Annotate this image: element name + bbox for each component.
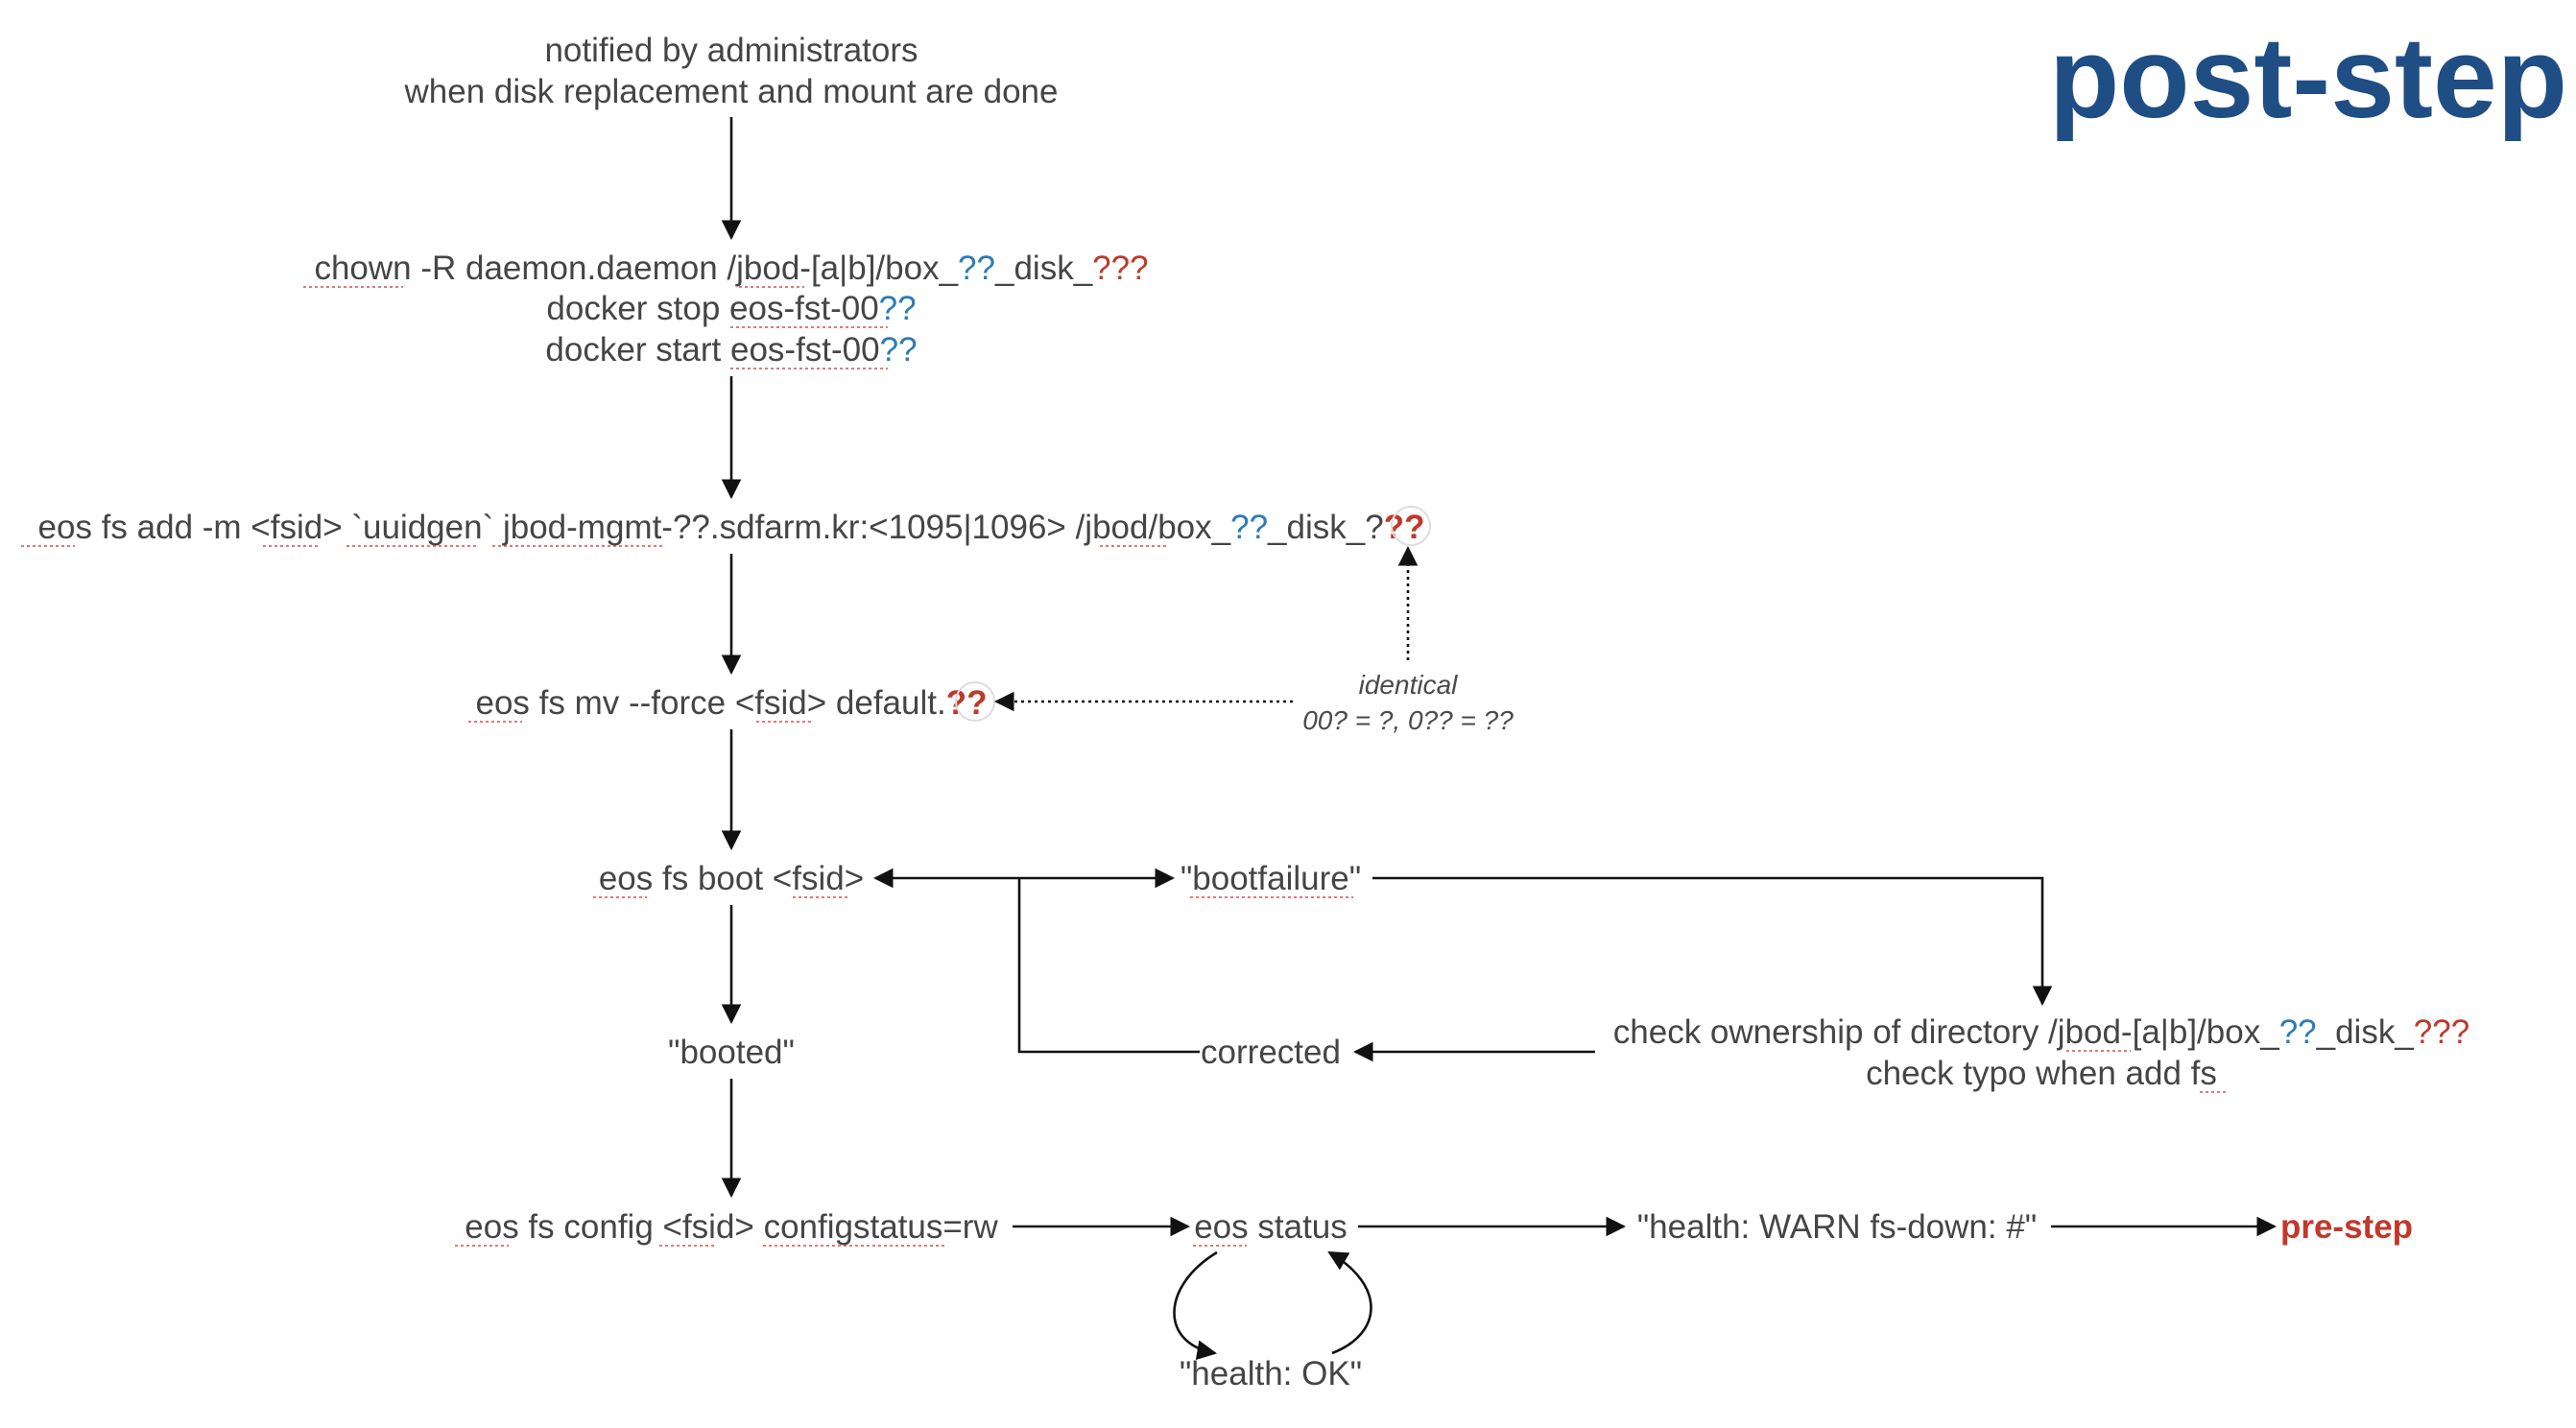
- corrected-label: corrected: [1201, 1034, 1341, 1071]
- identical-note-line1: identical: [1359, 670, 1459, 700]
- spellcheck-underlines: [21, 286, 2227, 1247]
- status-loop-arrows: [1173, 1250, 1372, 1361]
- identical-note-line2: 00? = ?, 0?? = ??: [1302, 705, 1514, 735]
- booted-label: "booted": [668, 1034, 795, 1071]
- health-warn-label: "health: WARN fs-down: #": [1637, 1208, 2037, 1246]
- bootfailure-label: "bootfailure": [1181, 860, 1361, 897]
- notified-line1: notified by administrators: [544, 32, 918, 69]
- fs-config-command: eos fs config <fsid> configstatus=rw: [465, 1208, 998, 1246]
- fs-boot-command: eos fs boot <fsid>: [599, 860, 864, 897]
- chown-command: chown -R daemon.daemon /jbod-[a|b]/box_?…: [314, 250, 1148, 287]
- check-typo-text: check typo when add fs: [1866, 1055, 2217, 1092]
- notified-line2: when disk replacement and mount are done: [404, 73, 1059, 110]
- highlight-circle: [1391, 506, 1431, 546]
- fs-add-command: eos fs add -m <fsid> `uuidgen` jbod-mgmt…: [38, 509, 1425, 546]
- health-ok-label: "health: OK": [1180, 1355, 1362, 1392]
- identical-arrows: [993, 545, 1419, 712]
- boot-failure-arrows: [872, 868, 2053, 1062]
- page-title: post-step: [2049, 13, 2567, 142]
- docker-stop-command: docker stop eos-fst-00??: [546, 290, 916, 327]
- check-ownership-text: check ownership of directory /jbod-[a|b]…: [1613, 1013, 2469, 1051]
- eos-status-command: eos status: [1194, 1208, 1348, 1246]
- fs-mv-command: eos fs mv --force <fsid> default.??: [476, 684, 988, 722]
- docker-start-command: docker start eos-fst-00??: [545, 331, 917, 369]
- pre-step-link[interactable]: pre-step: [2280, 1208, 2413, 1246]
